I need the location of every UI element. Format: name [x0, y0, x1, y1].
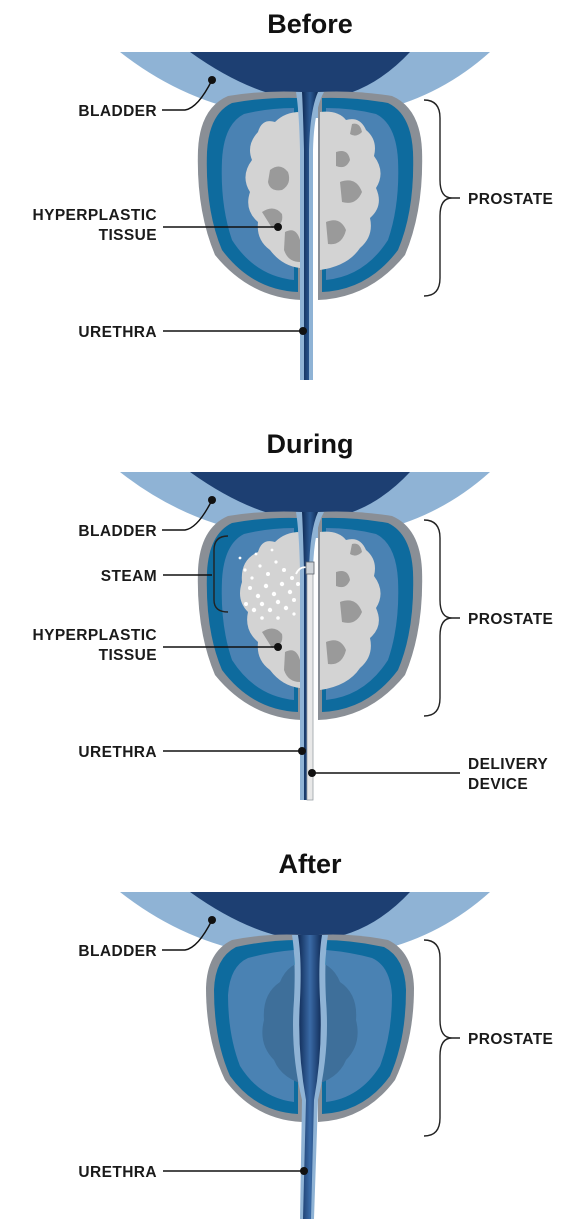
prostate-bracket — [424, 100, 452, 296]
label-urethra: URETHRA — [78, 1164, 157, 1181]
prostate-bracket — [424, 520, 452, 716]
label-prostate: PROSTATE — [468, 1031, 553, 1048]
label-hyperplastic-line2: TISSUE — [99, 647, 157, 664]
leader-dot-bladder — [208, 76, 216, 84]
label-delivery-line2: DEVICE — [468, 776, 528, 793]
leader-dot-delivery-device — [308, 769, 316, 777]
label-hyperplastic-line1: HYPERPLASTIC — [32, 627, 157, 644]
label-bladder: BLADDER — [78, 103, 157, 120]
leader-dot-hyperplastic — [274, 223, 282, 231]
leader-dot-urethra — [299, 327, 307, 335]
label-bladder: BLADDER — [78, 523, 157, 540]
panel-during: During — [32, 429, 553, 800]
leader-dot-bladder — [208, 916, 216, 924]
label-prostate: PROSTATE — [468, 611, 553, 628]
label-delivery-line1: DELIVERY — [468, 756, 548, 773]
label-steam: STEAM — [101, 568, 157, 585]
label-urethra: URETHRA — [78, 324, 157, 341]
leader-dot-urethra — [300, 1167, 308, 1175]
panel-title-during: During — [267, 429, 354, 459]
leader-dot-hyperplastic — [274, 643, 282, 651]
label-hyperplastic-line2: TISSUE — [99, 227, 157, 244]
panel-title-after: After — [278, 849, 341, 879]
panel-after: After BLADDER URETHRA PROSTATE — [78, 849, 553, 1219]
label-hyperplastic-line1: HYPERPLASTIC — [32, 207, 157, 224]
label-prostate: PROSTATE — [468, 191, 553, 208]
label-bladder: BLADDER — [78, 943, 157, 960]
prostate-bracket — [424, 940, 452, 1136]
panel-title-before: Before — [267, 9, 353, 39]
panel-before: Before BLADD — [32, 9, 553, 380]
leader-dot-bladder — [208, 496, 216, 504]
leader-dot-urethra — [298, 747, 306, 755]
label-urethra: URETHRA — [78, 744, 157, 761]
